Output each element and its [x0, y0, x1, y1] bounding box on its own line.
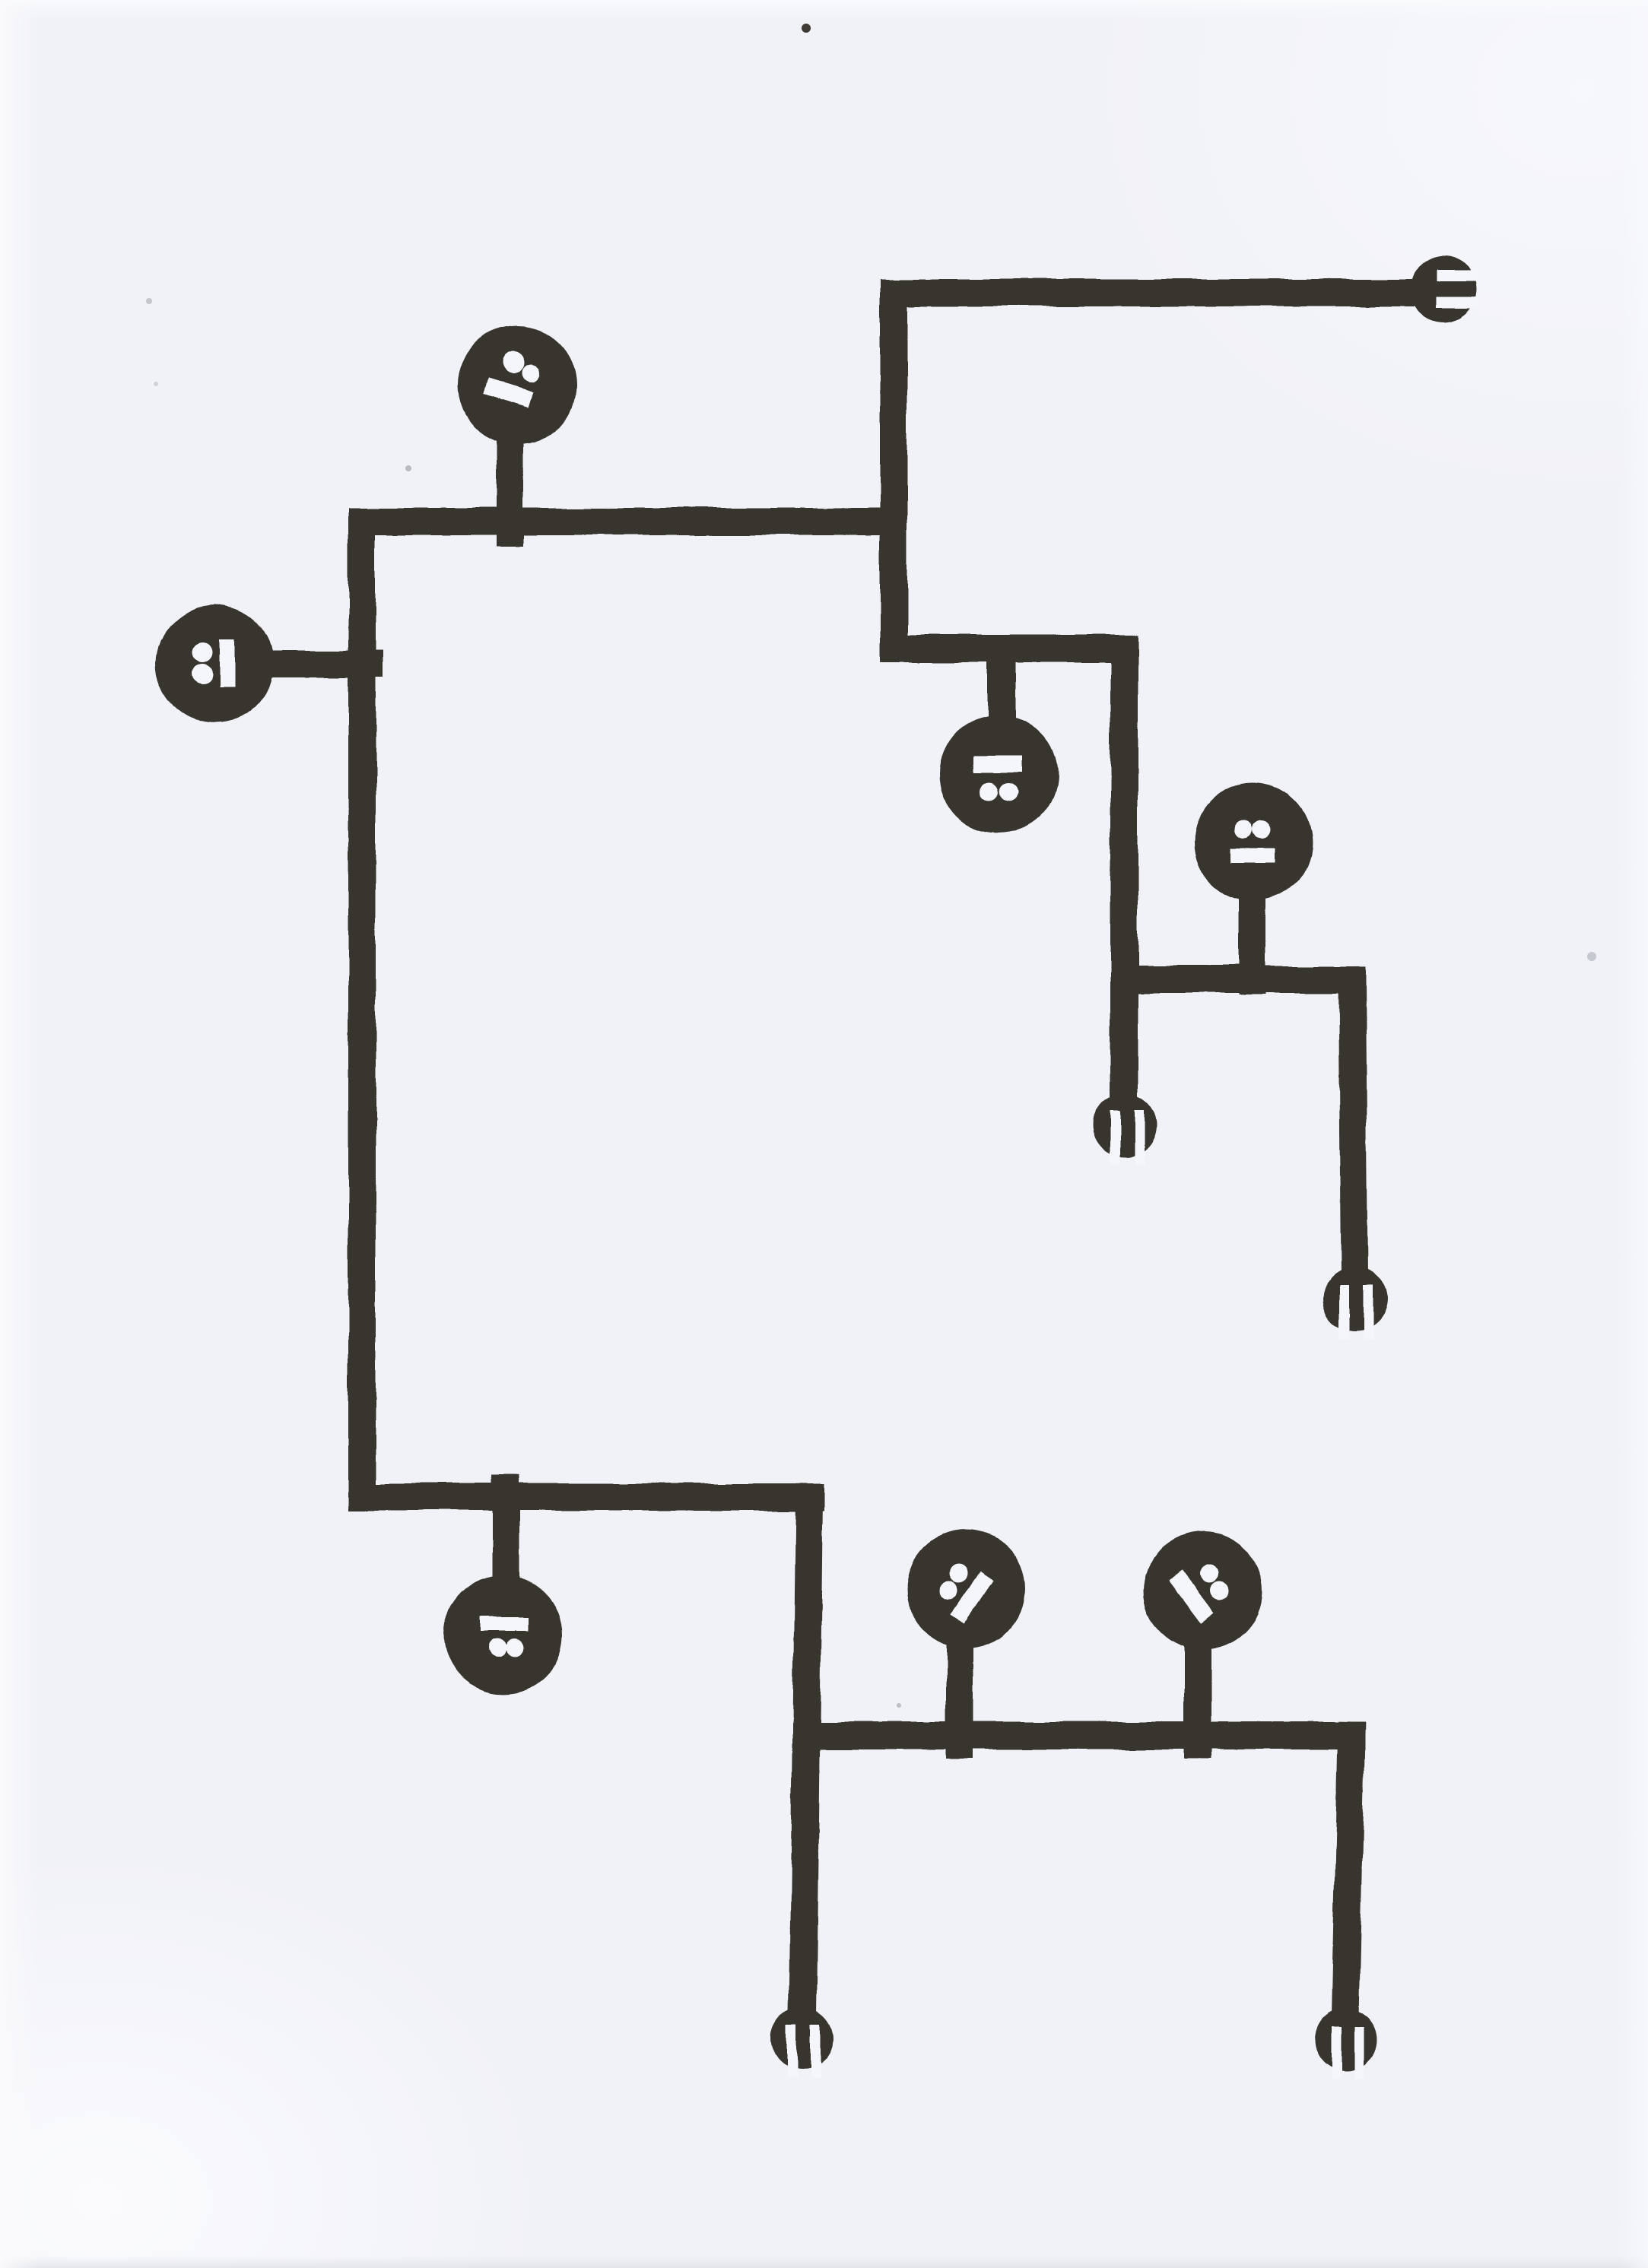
head-bottom-right-eye-dot-lower: [1210, 1581, 1228, 1600]
paper-speck: [146, 298, 152, 304]
foot-bottom-left-slot-left: [786, 2025, 797, 2078]
trace-bottom-left-leg: [789, 1483, 824, 2031]
plug-top-right-slot-upper: [1436, 269, 1480, 281]
paper-speck: [802, 24, 811, 33]
head-bottom-left-face-node: [444, 1575, 563, 1694]
head-mid-right-face-node: [1193, 782, 1312, 901]
paper-speck: [897, 1703, 901, 1708]
head-bottom-mid-face-node: [907, 1530, 1025, 1648]
head-mid-right-eye-dot-right: [1253, 821, 1272, 839]
foot-bottom-right-slot-right: [1354, 2026, 1365, 2079]
head-top-eye-dot-left: [501, 351, 524, 374]
head-mid-upper-face-node: [939, 715, 1058, 833]
head-bottom-left-brow-bar: [480, 1616, 529, 1632]
head-bottom-mid-eye-dot-upper: [950, 1565, 968, 1584]
foot-mid-left-foot-node: [1093, 1093, 1157, 1157]
head-bottom-left-eye-dot-right: [505, 1639, 523, 1657]
foot-bottom-left-slot-right: [810, 2025, 821, 2078]
head-bottom-left-eye-dot-left: [487, 1639, 506, 1657]
foot-mid-left-slot-left: [1110, 1110, 1120, 1165]
head-mid-right-eye-dot-left: [1235, 821, 1253, 839]
head-bottom-mid-mouth-slash-bar: [951, 1572, 994, 1625]
foot-mid-left-slot-right: [1134, 1110, 1145, 1165]
head-mid-right-mouth-bar: [1230, 849, 1275, 864]
head-mid-upper-brow-bar: [973, 756, 1022, 772]
foot-mid-right-slot-left: [1339, 1285, 1350, 1340]
foot-bottom-right-foot-node: [1314, 2008, 1378, 2072]
foot-mid-right-foot-node: [1323, 1266, 1388, 1331]
head-left-eye-dot-upper: [192, 642, 212, 662]
head-bottom-mid-eye-dot-lower: [940, 1582, 958, 1600]
paper-speck: [1587, 952, 1596, 961]
plug-top-right-slot-lower: [1436, 297, 1480, 309]
trace-bottom-right-leg: [1331, 1721, 1366, 2031]
head-left-mouth-bar-vertical: [219, 639, 234, 687]
foot-mid-right-slot-right: [1363, 1285, 1373, 1340]
foot-bottom-left-foot-node: [771, 2007, 834, 2070]
head-mid-upper-eye-dot-right: [999, 782, 1018, 800]
head-top-mouth-bar-tilted: [483, 378, 533, 408]
paper-speck: [154, 382, 158, 386]
plug-top-right-plug-node: [1410, 255, 1477, 322]
head-bottom-right-face-node: [1144, 1531, 1262, 1650]
foot-bottom-right-slot-left: [1331, 2026, 1342, 2079]
head-left-face-node: [156, 604, 275, 723]
head-left-eye-dot-lower: [192, 664, 212, 684]
head-top-face-node: [458, 326, 576, 445]
head-bottom-right-mouth-backslash-bar: [1169, 1570, 1215, 1623]
head-mid-upper-eye-dot-left: [980, 782, 998, 800]
head-bottom-right-eye-dot-upper: [1200, 1565, 1218, 1583]
ink-layer: [156, 255, 1480, 2079]
trace-right-leg: [1338, 965, 1369, 1290]
head-top-eye-dot-right: [522, 364, 540, 382]
paper-speck: [405, 465, 411, 471]
